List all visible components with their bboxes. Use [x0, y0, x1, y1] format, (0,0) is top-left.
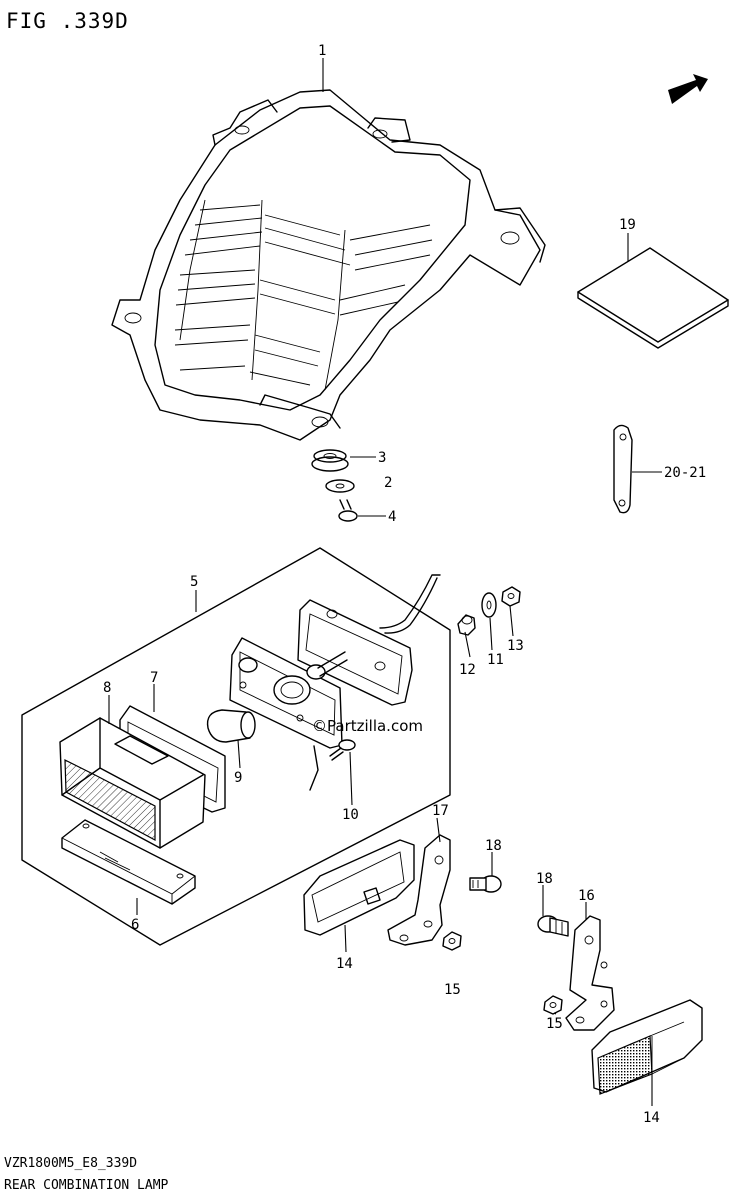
callout-18b: 18 [536, 871, 553, 887]
watermark-text: ©Partzilla.com [312, 717, 423, 735]
tail-lamp-housing [111, 89, 546, 441]
callout-3: 3 [378, 450, 386, 466]
direction-arrow-icon [668, 74, 708, 104]
callout-20-21: 20-21 [664, 465, 706, 481]
bracket-right [565, 915, 615, 1031]
callout-4: 4 [388, 509, 396, 525]
callout-8: 8 [103, 680, 111, 696]
callout-5: 5 [190, 574, 198, 590]
callout-10: 10 [342, 807, 359, 823]
figure-code: VZR1800M5_E8_339D [4, 1156, 137, 1171]
callout-14b: 14 [643, 1110, 660, 1126]
reflector-left [303, 839, 415, 936]
screw-part-10 [309, 739, 356, 791]
callout-2: 2 [384, 475, 392, 491]
washer-part [325, 479, 355, 493]
screw-part [338, 499, 358, 522]
lamp-lens [59, 717, 206, 849]
bolt-part-18a [469, 875, 502, 893]
lamp-assembly-outline [21, 547, 451, 946]
callout-7: 7 [150, 670, 158, 686]
callout-1: 1 [318, 43, 326, 59]
callout-11: 11 [487, 652, 504, 668]
nut-part [501, 586, 521, 607]
callout-17: 17 [432, 803, 449, 819]
callout-12: 12 [459, 662, 476, 678]
callout-16: 16 [578, 888, 595, 904]
figure-title: REAR COMBINATION LAMP [4, 1178, 169, 1193]
clamp-part [613, 424, 633, 514]
bracket-left [387, 834, 451, 946]
license-lens [61, 819, 196, 905]
callout-15b: 15 [546, 1016, 563, 1032]
callout-6: 6 [131, 917, 139, 933]
callout-9: 9 [234, 770, 242, 786]
bulb-part [206, 709, 256, 743]
figure-header: FIG .339D [6, 9, 129, 33]
washer-part-11 [481, 592, 497, 618]
bolt-part-18b [537, 915, 569, 937]
callout-19: 19 [619, 217, 636, 233]
callout-14a: 14 [336, 956, 353, 972]
nut-part-15b [543, 995, 563, 1015]
nut-part-15a [442, 931, 462, 951]
callout-leaders [108, 58, 662, 1106]
callout-labels: 1 19 3 2 4 20-21 5 13 12 11 8 7 9 10 17 … [103, 43, 706, 1126]
callout-13: 13 [507, 638, 524, 654]
grommet-part [311, 449, 349, 472]
callout-15a: 15 [444, 982, 461, 998]
callout-18a: 18 [485, 838, 502, 854]
pad-part [577, 247, 729, 349]
grommet-part-12 [457, 614, 476, 636]
